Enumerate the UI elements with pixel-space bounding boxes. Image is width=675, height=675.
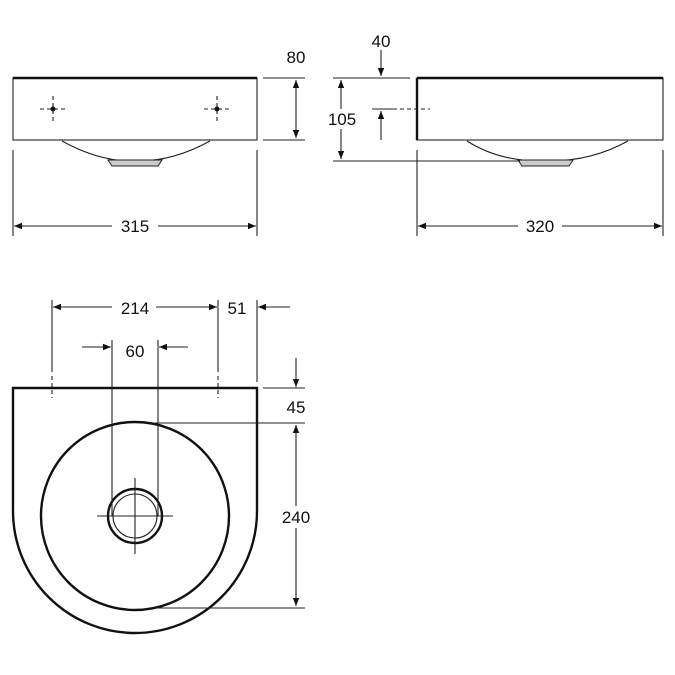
fixing-hole-crosshair bbox=[204, 96, 230, 122]
top-view: 60 214 51 45 240 bbox=[11, 299, 314, 635]
front-view: 80 315 bbox=[12, 48, 306, 236]
front-drain bbox=[107, 159, 163, 167]
fixing-height-label: 40 bbox=[372, 32, 391, 51]
height-label: 80 bbox=[287, 48, 306, 67]
fixing-spacing-label: 214 bbox=[121, 299, 149, 318]
width-label: 315 bbox=[121, 217, 149, 236]
depth-label: 320 bbox=[526, 217, 554, 236]
total-height-label: 105 bbox=[328, 110, 356, 129]
fixing-hole-crosshair bbox=[40, 96, 66, 122]
drain-label: 60 bbox=[126, 342, 145, 361]
side-body bbox=[416, 77, 664, 141]
bowl-label: 240 bbox=[282, 508, 310, 527]
side-bowl bbox=[466, 140, 629, 162]
basin-outline bbox=[11, 386, 259, 635]
drain-crosshair bbox=[97, 478, 173, 554]
edge-offset-label: 51 bbox=[228, 299, 247, 318]
front-bowl bbox=[61, 140, 211, 162]
side-view: 105 40 320 bbox=[326, 32, 664, 236]
side-drain bbox=[517, 159, 574, 167]
back-offset-label: 45 bbox=[287, 398, 306, 417]
bowl-circle bbox=[39, 420, 231, 612]
